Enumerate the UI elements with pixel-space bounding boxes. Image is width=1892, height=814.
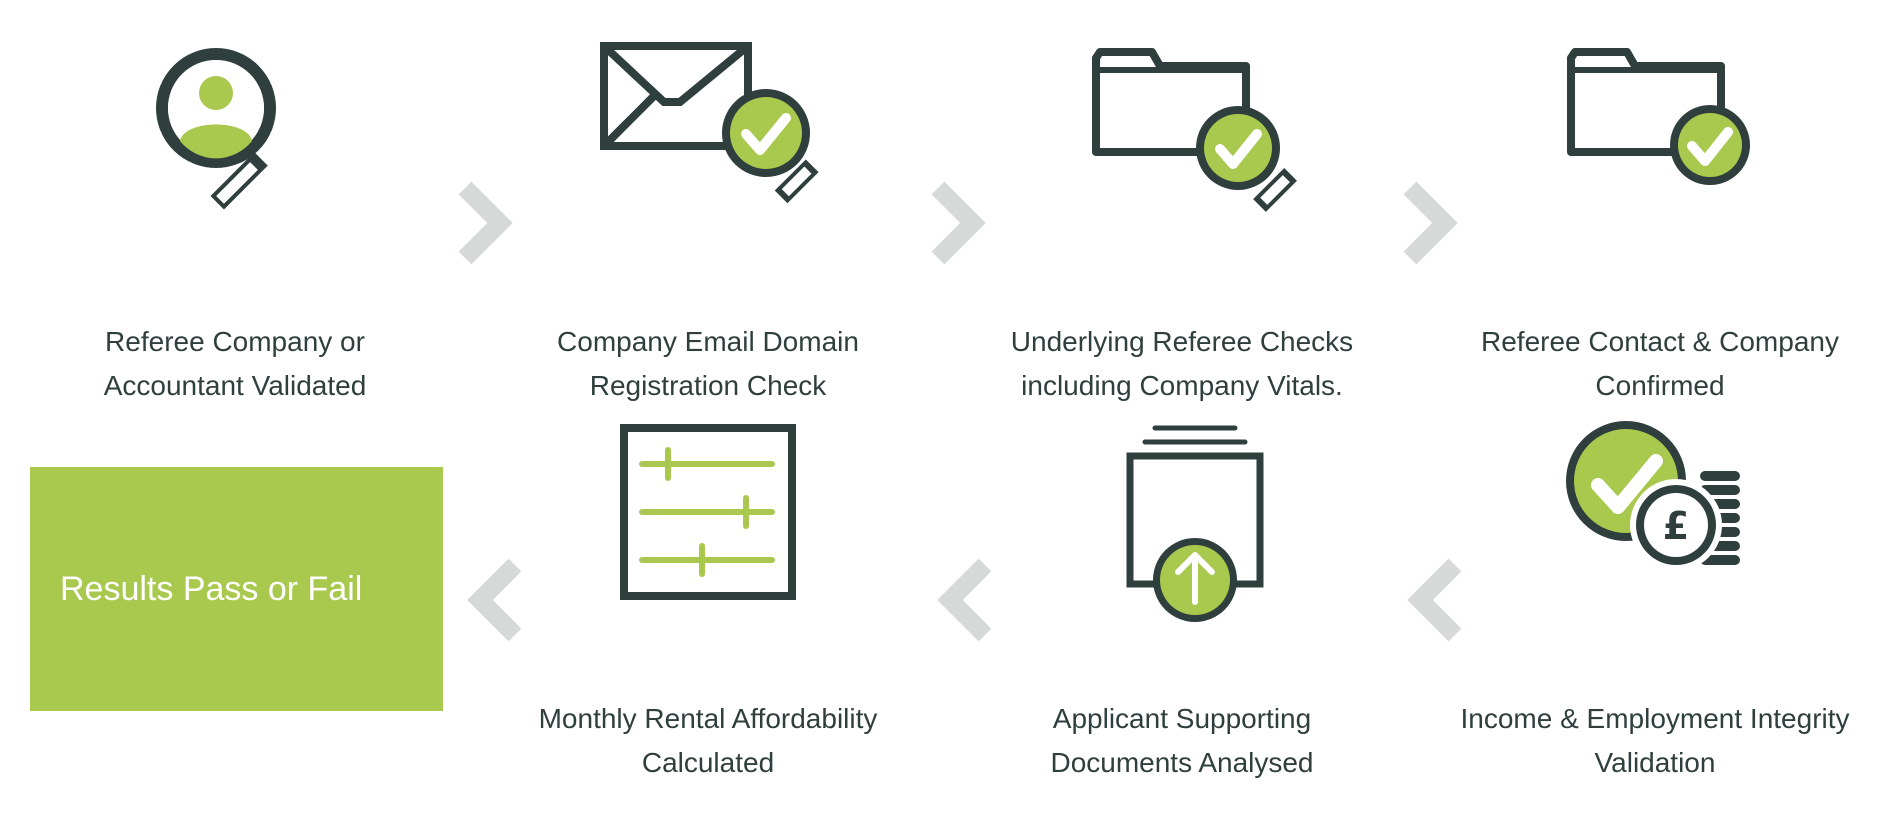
step-label: Referee Company or Accountant Validated bbox=[15, 320, 455, 408]
folder-check-magnifier-icon bbox=[1092, 48, 1297, 212]
document-upload-icon bbox=[1126, 425, 1264, 622]
step-label: Applicant Supporting Documents Analysed bbox=[962, 697, 1402, 785]
step-label-line: Underlying Referee Checks bbox=[1010, 326, 1354, 357]
step-label-line: Accountant Validated bbox=[103, 370, 367, 401]
chevron-right-icon bbox=[458, 181, 513, 265]
step-label-line: including Company Vitals. bbox=[1021, 370, 1343, 401]
chevron-right-icon bbox=[1403, 181, 1458, 265]
step-label-line: Monthly Rental Affordability bbox=[538, 703, 878, 734]
chevron-right-icon bbox=[931, 181, 986, 265]
step-label-line: Applicant Supporting bbox=[1052, 703, 1312, 734]
step-label-line: Validation bbox=[1594, 747, 1716, 778]
chevron-left-icon bbox=[937, 558, 992, 642]
step-label-line: Calculated bbox=[641, 747, 775, 778]
result-box: Results Pass or Fail bbox=[30, 467, 443, 711]
step-label-line: Registration Check bbox=[589, 370, 827, 401]
result-label: Results Pass or Fail bbox=[60, 569, 363, 608]
step-label-line: Referee Contact & Company bbox=[1481, 326, 1839, 357]
step-label-line: Company Email Domain bbox=[557, 326, 859, 357]
svg-text:£: £ bbox=[1663, 504, 1689, 548]
chevron-left-icon bbox=[1407, 558, 1462, 642]
step-label: Underlying Referee Checks including Comp… bbox=[962, 320, 1402, 408]
step-label: Referee Contact & Company Confirmed bbox=[1435, 320, 1885, 408]
step-label-line: Confirmed bbox=[1595, 370, 1725, 401]
step-label-line: Income & Employment Integrity bbox=[1460, 703, 1850, 734]
sliders-document-icon bbox=[620, 424, 796, 600]
folder-check-icon bbox=[1567, 48, 1750, 185]
envelope-check-magnifier-icon bbox=[600, 42, 819, 204]
step-label: Income & Employment Integrity Validation bbox=[1425, 697, 1885, 785]
step-label-line: Documents Analysed bbox=[1050, 747, 1314, 778]
step-label: Company Email Domain Registration Check bbox=[488, 320, 928, 408]
step-label: Monthly Rental Affordability Calculated bbox=[488, 697, 928, 785]
check-pound-coins-icon: £ bbox=[1566, 421, 1740, 571]
step-label-line: Referee Company or bbox=[105, 326, 365, 357]
chevron-left-icon bbox=[467, 558, 522, 642]
person-magnifier-icon bbox=[156, 48, 276, 210]
